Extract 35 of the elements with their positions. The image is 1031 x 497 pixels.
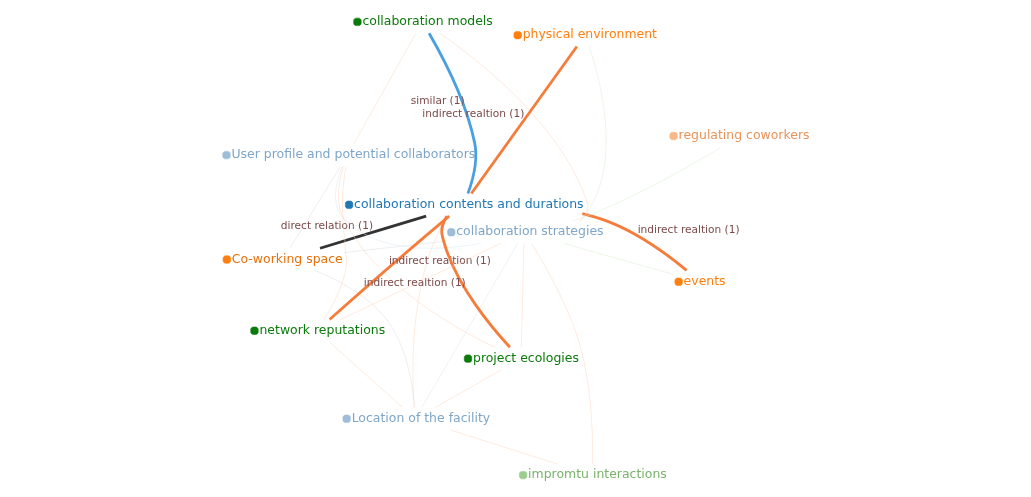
connector	[289, 166, 341, 249]
connector	[563, 243, 674, 275]
node-label: Co-working space	[231, 250, 343, 266]
connector	[324, 166, 347, 320]
connector	[434, 369, 502, 408]
connector	[343, 240, 447, 253]
node-label: collaboration strategies	[456, 223, 604, 239]
connector	[338, 166, 496, 348]
connector	[470, 45, 578, 195]
connector	[531, 243, 593, 465]
connector	[329, 341, 403, 408]
connector	[421, 243, 518, 408]
node-label: network reputations	[259, 321, 386, 337]
node-label: events	[683, 272, 726, 288]
connector	[450, 429, 558, 465]
connector	[328, 215, 451, 321]
edge-label: indirect realtion (1)	[637, 222, 740, 235]
connector	[319, 214, 427, 250]
connector	[572, 147, 722, 222]
connector	[427, 32, 478, 195]
connector	[315, 270, 415, 408]
edge-label: direct relation (1)	[280, 218, 374, 231]
node-label: regulating coworkers	[678, 127, 810, 143]
connector	[582, 212, 688, 272]
node-label: project ecologies	[472, 349, 579, 365]
node-label: collaboration contents and durations	[354, 195, 584, 211]
node-label: Location of the facility	[351, 409, 491, 425]
connector	[440, 215, 511, 349]
node-label: collaboration models	[362, 13, 493, 28]
node-label: physical environment	[522, 26, 657, 42]
connector	[353, 32, 417, 144]
node-label: impromtu interactions	[528, 466, 667, 482]
connector	[340, 243, 501, 320]
connector	[335, 166, 480, 249]
connector	[579, 46, 607, 222]
